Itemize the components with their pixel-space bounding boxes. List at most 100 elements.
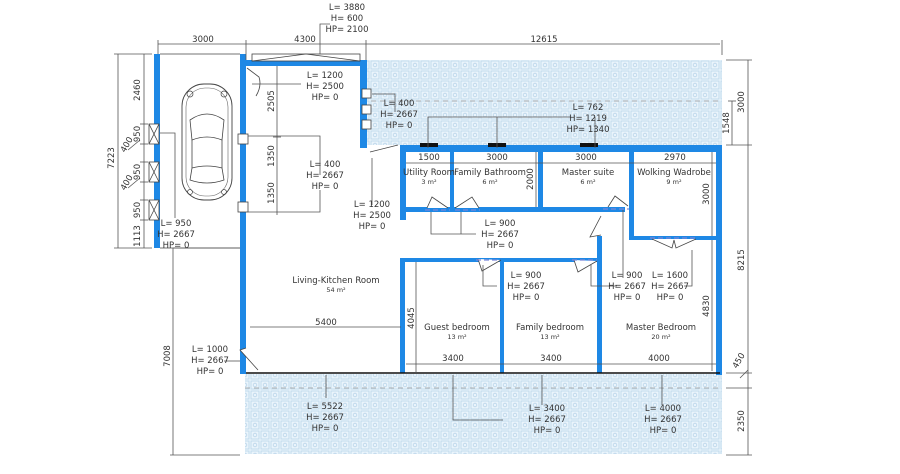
- opening-h-value: H= 2667: [481, 230, 519, 240]
- dimension-lines: [114, 40, 752, 456]
- dim-living-mid1: 1350: [267, 145, 277, 167]
- opening-h-value: H= 2667: [306, 171, 344, 181]
- garage-window: [148, 199, 160, 221]
- opening-hp-value: HP= 0: [650, 426, 677, 436]
- room-area: 54 m²: [326, 286, 346, 294]
- opening-h-value: H= 2667: [507, 282, 545, 292]
- garage: [148, 53, 246, 374]
- dim-living-width-top: 4300: [294, 35, 316, 45]
- opening-hp-value: HP= 0: [312, 93, 339, 103]
- leader-lines: [160, 23, 693, 421]
- opening-hp-value: HP= 0: [657, 293, 684, 303]
- opening-hp-value: HP= 0: [534, 426, 561, 436]
- opening-l-value: L= 1000: [192, 345, 228, 355]
- opening-hp-value: HP= 0: [312, 182, 339, 192]
- dim-win1: 950: [133, 126, 143, 142]
- opening-l-value: L= 400: [384, 99, 415, 109]
- opening-h-value: H= 2667: [528, 415, 566, 425]
- utility-door: [425, 196, 450, 211]
- opening-h-value: H= 2667: [380, 110, 418, 120]
- dim-house-height: 8215: [737, 249, 747, 271]
- dim-living-top: 2505: [267, 90, 277, 112]
- opening-h-value: H= 2500: [353, 211, 391, 221]
- dim-guest-width: 3400: [442, 354, 464, 364]
- family-bed-door: [572, 259, 598, 273]
- room-master-bedroom: Master Bedroom 20 m²: [626, 323, 696, 341]
- room-area: 9 m²: [666, 178, 682, 186]
- dim-right-width-top: 12615: [530, 35, 557, 45]
- opening-hp-value: HP= 0: [312, 424, 339, 434]
- opening-h-value: H= 2667: [157, 230, 195, 240]
- room-name: Master suite: [562, 168, 614, 178]
- opening-hp-value: HP= 0: [386, 121, 413, 131]
- opening-l-value: L= 900: [511, 271, 542, 281]
- opening-l-value: L= 1200: [307, 71, 343, 81]
- terrace-door: [369, 144, 399, 153]
- dim-wardrobe-width: 2970: [664, 153, 686, 163]
- dim-bath-width: 3000: [486, 153, 508, 163]
- opening-hp-value: HP= 0: [513, 293, 540, 303]
- opening-l-value: L= 950: [161, 219, 192, 229]
- opening-l-value: L= 400: [310, 160, 341, 170]
- entry-door: [246, 67, 261, 97]
- garage-door: [251, 53, 361, 62]
- hall-window: [361, 88, 372, 130]
- dim-win3: 950: [133, 202, 143, 218]
- dim-living-width: 5400: [315, 318, 337, 328]
- opening-l-value: L= 762: [573, 103, 604, 113]
- dim-left-total: 7223: [107, 147, 117, 169]
- opening-h-value: H= 2500: [306, 82, 344, 92]
- room-name: Utility Room: [403, 168, 455, 178]
- dim-guest-height: 4045: [407, 307, 417, 329]
- dim-left-bottom: 1113: [133, 225, 143, 247]
- opening-l-value: L= 5522: [307, 402, 343, 412]
- dim-suite-width: 3000: [575, 153, 597, 163]
- opening-hp-value: HP= 0: [359, 222, 386, 232]
- opening-h-value: H= 1219: [569, 114, 607, 124]
- dim-left-top: 2460: [133, 79, 143, 101]
- room-area: 13 m²: [447, 333, 467, 341]
- dim-sill: 450: [731, 351, 748, 370]
- suite-door: [589, 195, 629, 238]
- room-name: Master Bedroom: [626, 323, 696, 333]
- living-window: [237, 133, 249, 145]
- opening-l-value: L= 900: [485, 219, 516, 229]
- room-utility: Utility Room 3 m²: [403, 168, 455, 186]
- room-master-suite: Master suite 6 m²: [562, 168, 614, 186]
- opening-hp-value: HP= 0: [163, 241, 190, 251]
- bathroom-door: [454, 196, 480, 211]
- opening-h-value: H= 2667: [306, 413, 344, 423]
- room-name: Wolking Wadrobe: [637, 168, 711, 178]
- dim-master-width: 4000: [648, 354, 670, 364]
- top-window: [420, 143, 438, 147]
- living-window: [237, 201, 249, 213]
- room-name: Family bedroom: [516, 323, 584, 333]
- dim-master-height: 4830: [702, 295, 712, 317]
- dim-living-mid2: 1350: [267, 182, 277, 204]
- dim-utility-width: 1500: [418, 153, 440, 163]
- dim-family-width: 3400: [540, 354, 562, 364]
- opening-h-value: H= 2667: [651, 282, 689, 292]
- terrace-bottom: [245, 374, 722, 454]
- terrace-top: [362, 60, 722, 145]
- opening-h-value: H= 2667: [608, 282, 646, 292]
- guest-door: [476, 258, 502, 272]
- room-area: 3 m²: [421, 178, 437, 186]
- dim-wardrobe-height: 3000: [702, 183, 712, 205]
- room-area: 13 m²: [540, 333, 560, 341]
- dim-bath-height: 2000: [526, 168, 536, 190]
- dim-terrace-bottom: 2350: [737, 410, 747, 432]
- room-walking-wardrobe: Wolking Wadrobe 9 m²: [637, 168, 711, 186]
- dim-win2: 950: [133, 164, 143, 180]
